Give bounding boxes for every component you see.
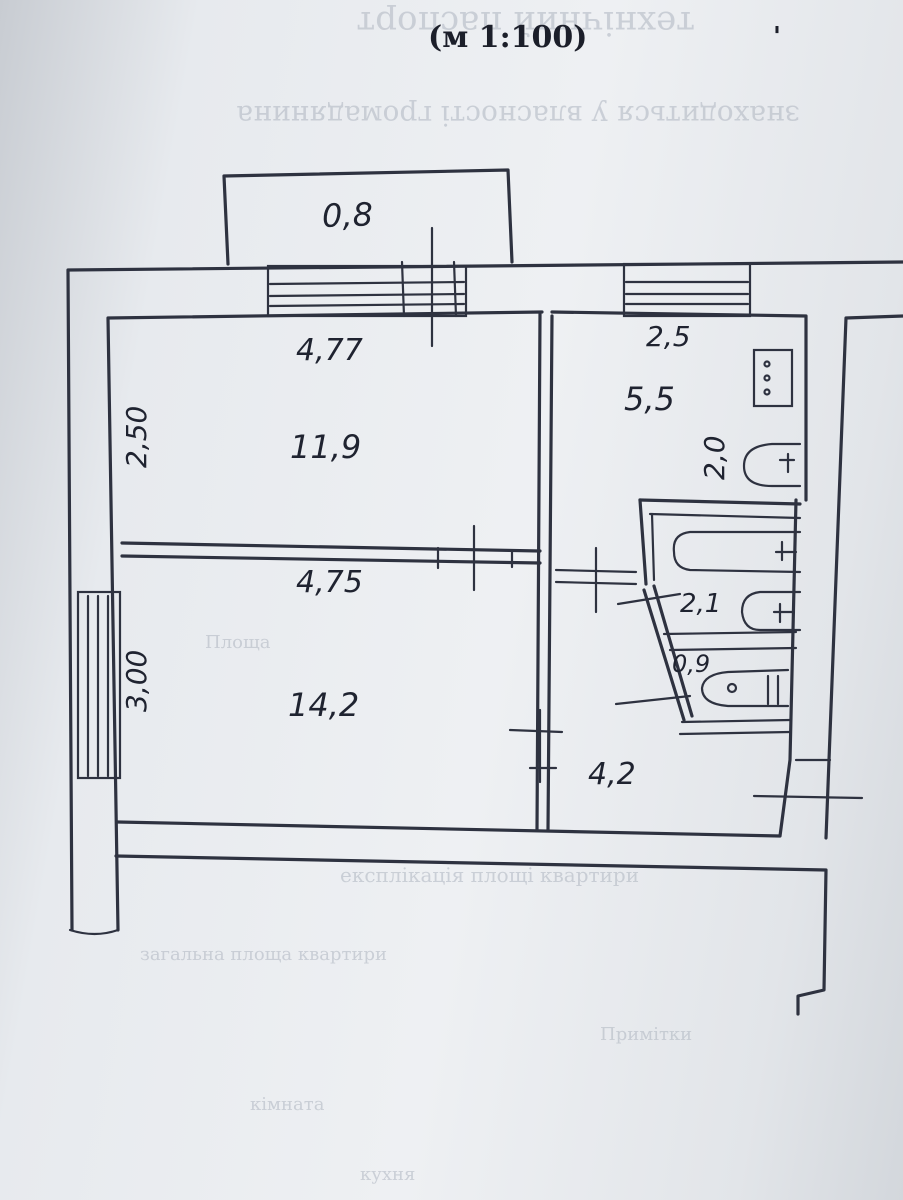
scale-label: (м 1:100) xyxy=(428,20,587,55)
balcony xyxy=(222,168,514,266)
ghost-line-5: Примітки xyxy=(600,1024,692,1045)
toilet-area-label: 0,9 xyxy=(672,650,710,678)
room-top-depth-label: 2,50 xyxy=(120,406,153,468)
washbasin-icon xyxy=(740,590,802,632)
room-bottom-area-label: 14,2 xyxy=(288,686,359,724)
bathtub-icon xyxy=(672,530,802,574)
ghost-line-1: знаходиться у власності громадянина xyxy=(236,99,800,132)
ghost-line-4: Площа xyxy=(205,632,271,653)
room-bottom-width-label: 4,75 xyxy=(296,565,363,600)
bleed-through-text: технічний паспорт знаходиться у власност… xyxy=(140,3,800,1185)
windows xyxy=(76,226,752,780)
ghost-line-2: експлікація площі квартири xyxy=(340,863,639,887)
toilet-icon xyxy=(700,668,790,708)
kitchen-area-label: 5,5 xyxy=(624,380,675,418)
room-bottom-depth-label: 3,00 xyxy=(120,650,153,712)
bathroom-block xyxy=(614,498,802,736)
balcony-area-label: 0,8 xyxy=(321,195,373,235)
kitchen-width-label: 2,5 xyxy=(646,320,691,353)
room-top-width-label: 4,77 xyxy=(296,333,363,368)
ghost-line-3: загальна площа квартири xyxy=(140,944,387,965)
kitchen-fixtures xyxy=(742,348,802,488)
hall-area-label: 4,2 xyxy=(588,757,636,792)
ghost-line-6: кімната xyxy=(250,1094,325,1115)
dimension-labels: 0,8 4,77 2,50 11,9 4,75 3,00 14,2 2,5 5,… xyxy=(120,195,731,792)
stove-icon xyxy=(752,348,794,408)
ghost-header: технічний паспорт xyxy=(356,3,695,43)
ghost-line-7: кухня xyxy=(360,1164,415,1185)
sink-icon xyxy=(742,442,802,488)
scale-mark: ' xyxy=(773,22,781,52)
room-top-area-label: 11,9 xyxy=(290,428,361,466)
kitchen-depth-label: 2,0 xyxy=(698,435,731,480)
outer-walls xyxy=(66,260,903,1016)
partitions xyxy=(120,312,864,832)
bathroom-area-label: 2,1 xyxy=(680,589,721,619)
